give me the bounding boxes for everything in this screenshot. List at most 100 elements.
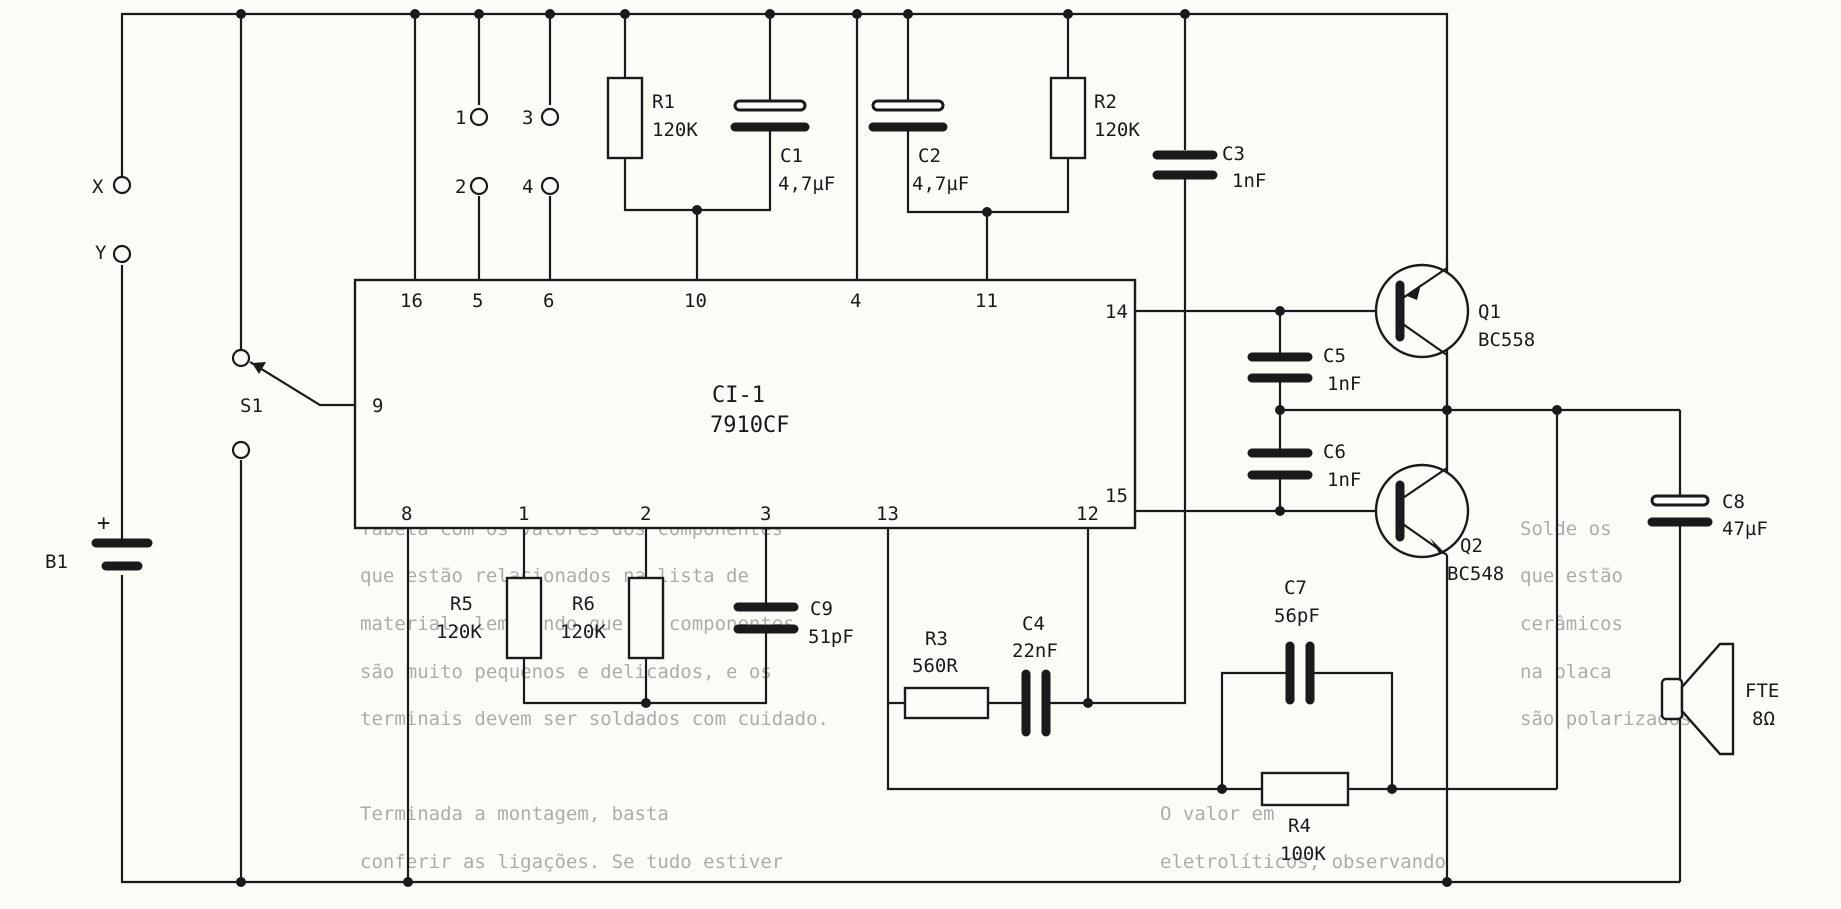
capacitor-c3: C3 1nF xyxy=(1152,143,1266,192)
pin-label-4: 4 xyxy=(850,290,861,312)
switch-s1[interactable]: S1 xyxy=(231,348,266,460)
wire-c3-c4 xyxy=(1088,175,1187,705)
pin-label-2: 2 xyxy=(640,503,651,525)
r5-ref: R5 xyxy=(450,593,473,615)
c1-value: 4,7µF xyxy=(778,173,835,195)
c1-plate-positive xyxy=(733,99,807,112)
s1-contact-lower[interactable] xyxy=(231,440,251,460)
speaker-cone xyxy=(1680,642,1735,756)
junction-dot xyxy=(410,9,420,19)
q1-collector-lead xyxy=(1399,321,1448,356)
terminals: X Y 1 3 2 4 xyxy=(92,107,560,264)
r6-body xyxy=(627,576,665,660)
terminal-x-label: X xyxy=(92,176,104,198)
q1-arrow xyxy=(1407,284,1421,300)
junction-dot xyxy=(1552,405,1562,415)
junction-dot xyxy=(1275,506,1285,516)
pin-label-10: 10 xyxy=(684,290,707,312)
junction-dot xyxy=(474,9,484,19)
c2-ref: C2 xyxy=(918,145,941,167)
c8-plate-positive xyxy=(1650,494,1710,507)
capacitor-c7: C7 56pF xyxy=(1274,577,1320,705)
capacitor-c5: C5 1nF xyxy=(1247,345,1361,395)
junction-dot xyxy=(1442,877,1452,887)
pin-label-14: 14 xyxy=(1105,301,1128,323)
r4-body xyxy=(1260,771,1350,807)
transistor-q2: Q2 BC548 xyxy=(1374,410,1504,585)
q2-envelope xyxy=(1374,463,1470,559)
pin-label-11: 11 xyxy=(975,290,998,312)
transistor-q1: Q1 BC558 xyxy=(1374,260,1535,410)
c8-ref: C8 xyxy=(1722,491,1745,513)
pin-label-13: 13 xyxy=(876,503,899,525)
terminal-2[interactable] xyxy=(469,176,489,196)
bg-line-5: terminais devem ser soldados com cuidado… xyxy=(360,708,829,730)
r3-body xyxy=(903,686,990,720)
terminal-y[interactable] xyxy=(112,244,132,264)
q1-value: BC558 xyxy=(1478,329,1535,351)
terminal-y-label: Y xyxy=(95,242,107,264)
bg-right-7: eletrolíticos, observando xyxy=(1160,851,1446,873)
terminal-3-label: 3 xyxy=(522,107,533,129)
r5-value: 120K xyxy=(436,621,482,643)
junction-dot xyxy=(765,9,775,19)
c5-ref: C5 xyxy=(1323,345,1346,367)
wire-c7-left xyxy=(1220,671,1287,789)
junctions xyxy=(236,9,1562,887)
c8-value: 47µF xyxy=(1722,518,1768,540)
q2-collector-lead xyxy=(1399,467,1448,501)
resistor-r6: R6 120K xyxy=(560,576,665,660)
c9-value: 51pF xyxy=(808,626,854,648)
fte-ref: FTE xyxy=(1745,680,1779,702)
c6-value: 1nF xyxy=(1327,469,1361,491)
q1-envelope xyxy=(1374,263,1470,359)
bg-line-2: que estão relacionados na lista de xyxy=(360,565,749,587)
s1-contact-upper[interactable] xyxy=(231,348,251,368)
pin-label-3: 3 xyxy=(760,503,771,525)
terminal-3[interactable] xyxy=(540,107,560,127)
pin-label-15: 15 xyxy=(1105,485,1128,507)
terminal-2-label: 2 xyxy=(455,176,466,198)
terminal-4[interactable] xyxy=(540,176,560,196)
bg-right-6: O valor em xyxy=(1160,803,1274,825)
junction-dot xyxy=(1442,405,1452,415)
bg-right-3: cerâmicos xyxy=(1520,613,1623,635)
wire-pin13 xyxy=(886,528,1222,791)
junction-dot xyxy=(620,9,630,19)
junction-dot xyxy=(982,207,992,217)
wire-c7-right xyxy=(1313,671,1394,789)
terminal-1[interactable] xyxy=(469,107,489,127)
bg-right-1: Solde os xyxy=(1520,518,1612,540)
r1-ref: R1 xyxy=(652,91,675,113)
ic-name: CI-1 xyxy=(712,383,765,408)
terminal-x[interactable] xyxy=(112,175,132,195)
resistor-r2: R2 120K xyxy=(1049,76,1140,160)
ic-body xyxy=(353,278,1137,530)
junction-dot xyxy=(545,9,555,19)
wire-r2c2-bottom xyxy=(906,127,1070,214)
pin-label-6: 6 xyxy=(543,290,554,312)
pin-label-16: 16 xyxy=(400,290,423,312)
battery-b1: + B1 xyxy=(45,511,153,573)
q1-emitter-lead xyxy=(1399,267,1448,301)
c6-ref: C6 xyxy=(1323,441,1346,463)
capacitor-c8: C8 47µF xyxy=(1647,491,1768,540)
capacitor-c9: C9 51pF xyxy=(733,598,854,648)
c4-value: 22nF xyxy=(1012,640,1058,662)
resistor-r1: R1 120K xyxy=(606,76,698,160)
c5-value: 1nF xyxy=(1327,373,1361,395)
junction-dot xyxy=(1217,784,1227,794)
r2-body xyxy=(1049,76,1087,160)
r6-value: 120K xyxy=(560,621,606,643)
junction-dot xyxy=(641,698,651,708)
pin-label-9: 9 xyxy=(372,395,383,417)
c2-value: 4,7µF xyxy=(912,173,969,195)
c7-ref: C7 xyxy=(1284,577,1307,599)
ground-rail xyxy=(120,575,1680,884)
c3-value: 1nF xyxy=(1232,170,1266,192)
pin-label-8: 8 xyxy=(401,503,412,525)
b1-ref: B1 xyxy=(45,551,68,573)
q2-arrow xyxy=(1430,538,1447,555)
terminal-4-label: 4 xyxy=(522,176,533,198)
